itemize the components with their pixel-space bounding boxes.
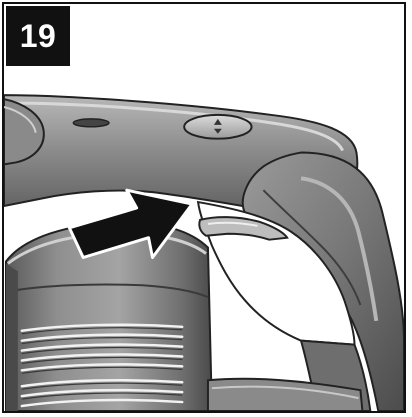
illustration-frame: 19 [2, 2, 406, 413]
handle [241, 151, 404, 411]
step-number: 19 [19, 18, 57, 54]
step-number-badge: 19 [6, 6, 70, 66]
top-slot [72, 118, 110, 128]
vacuum-illustration [4, 4, 404, 411]
left-knob [4, 98, 45, 166]
top-button [183, 113, 253, 140]
container-ribs [20, 323, 184, 408]
arrow-pointer-icon [67, 188, 194, 259]
